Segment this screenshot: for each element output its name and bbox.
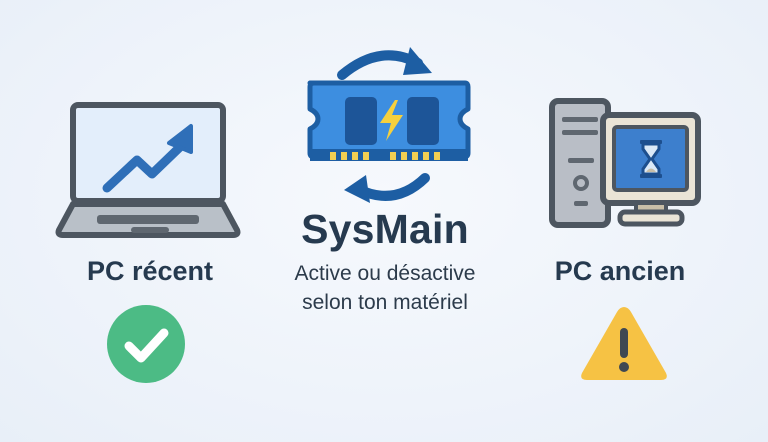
- laptop-chart-up-icon: [55, 102, 241, 238]
- sysmain-title: SysMain: [301, 206, 469, 252]
- old-desktop-hourglass-icon: [549, 98, 701, 228]
- subtitle-line-1: Active ou désactive: [294, 262, 476, 285]
- ram-panel: [300, 45, 475, 205]
- ram-module-refresh-icon: [307, 47, 471, 203]
- old-desktop-panel: [548, 97, 708, 232]
- laptop-panel: [55, 100, 245, 240]
- subtitle-line-2: selon ton matériel: [302, 291, 468, 314]
- warning-triangle-icon: [578, 303, 670, 383]
- check-circle-icon: [105, 303, 187, 385]
- recent-pc-label: PC récent: [86, 256, 214, 286]
- old-pc-label: PC ancien: [554, 256, 686, 286]
